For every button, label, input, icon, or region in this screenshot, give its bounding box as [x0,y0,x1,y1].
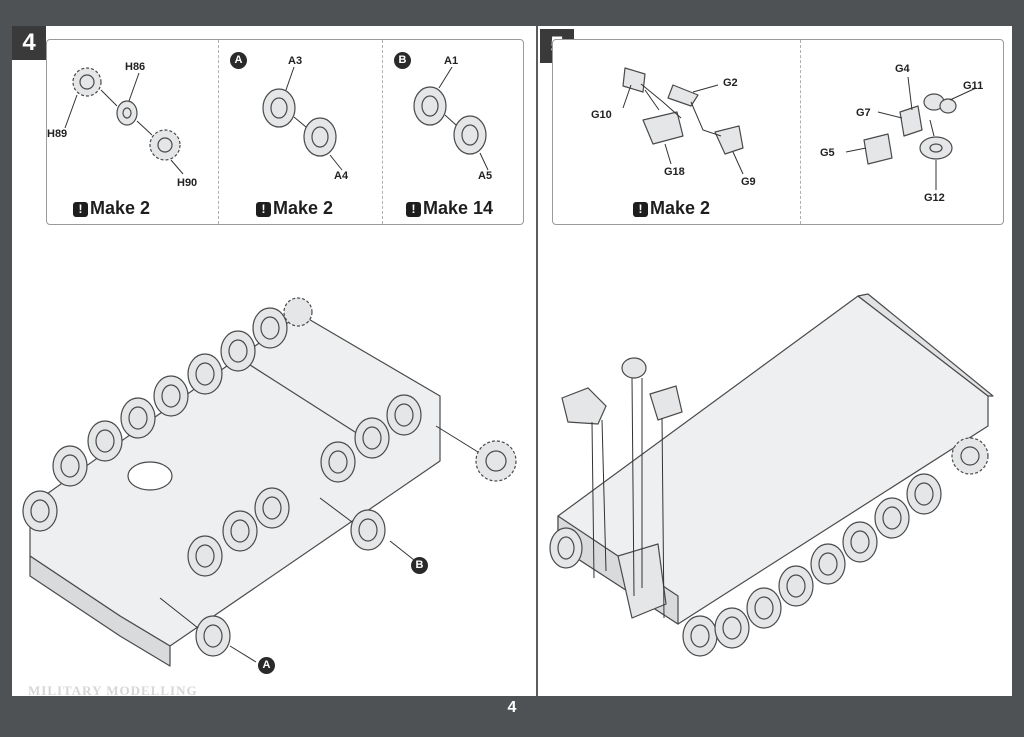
part-label: H90 [177,177,198,189]
part-label: G4 [895,63,910,75]
part-label: A4 [334,170,349,182]
road-wheel-a-drawing [262,66,343,171]
part-label: H89 [47,128,68,140]
make-quantity: !Make 2 [256,198,333,219]
road-wheel-b-drawing [413,66,489,171]
make-quantity: !Make 2 [633,198,710,219]
subassembly-badge-b: B [394,52,411,69]
bracket-subassembly: G2 G10 G18 G9 !Make 2 [553,40,801,224]
make-quantity: !Make 2 [73,198,150,219]
page-divider [536,26,538,696]
part-label: G18 [664,166,685,178]
part-label: G9 [741,176,756,188]
part-label: G10 [591,109,612,121]
part-label: A5 [478,170,493,182]
part-label: G2 [723,77,738,89]
step-4-number: 4 [12,26,46,60]
part-label: G5 [820,147,835,159]
bracket-parts-drawing [622,67,744,175]
sprocket-subassembly: H86 H89 H90 !Make 2 [47,40,219,224]
step-4-hull-drawing [22,297,517,667]
part-label: A3 [288,55,303,67]
sprocket-parts-drawing [64,67,184,175]
warning-icon: ! [406,202,421,217]
callout-badge-b: B [411,557,428,574]
warning-icon: ! [256,202,271,217]
step-5-subassembly-panel: G2 G10 G18 G9 !Make 2 G4 [552,39,1004,225]
part-label: H86 [125,61,146,73]
part-label: G7 [856,107,871,119]
callout-badge-a: A [258,657,275,674]
footer-bar: 4 [0,696,1024,737]
watermark-text: MILITARY MODELLING [28,683,198,698]
step-5-hull-drawing [549,293,994,657]
subassembly-badge-a: A [230,52,247,69]
road-wheel-b-subassembly: B A1 A5 !Make 14 [382,40,523,224]
mount-parts-drawing [845,76,977,190]
step-4-subassembly-panel: H86 H89 H90 !Make 2 A A3 A4 !Make 2 [46,39,524,225]
make-quantity: !Make 14 [406,198,493,219]
warning-icon: ! [73,202,88,217]
part-label: G12 [924,192,945,204]
part-label: A1 [444,55,459,67]
warning-icon: ! [633,202,648,217]
page-number: 4 [507,699,517,716]
road-wheel-a-subassembly: A A3 A4 !Make 2 [218,40,383,224]
part-label: G11 [963,80,984,92]
mount-subassembly: G4 G11 G7 G5 G12 [800,40,1003,224]
